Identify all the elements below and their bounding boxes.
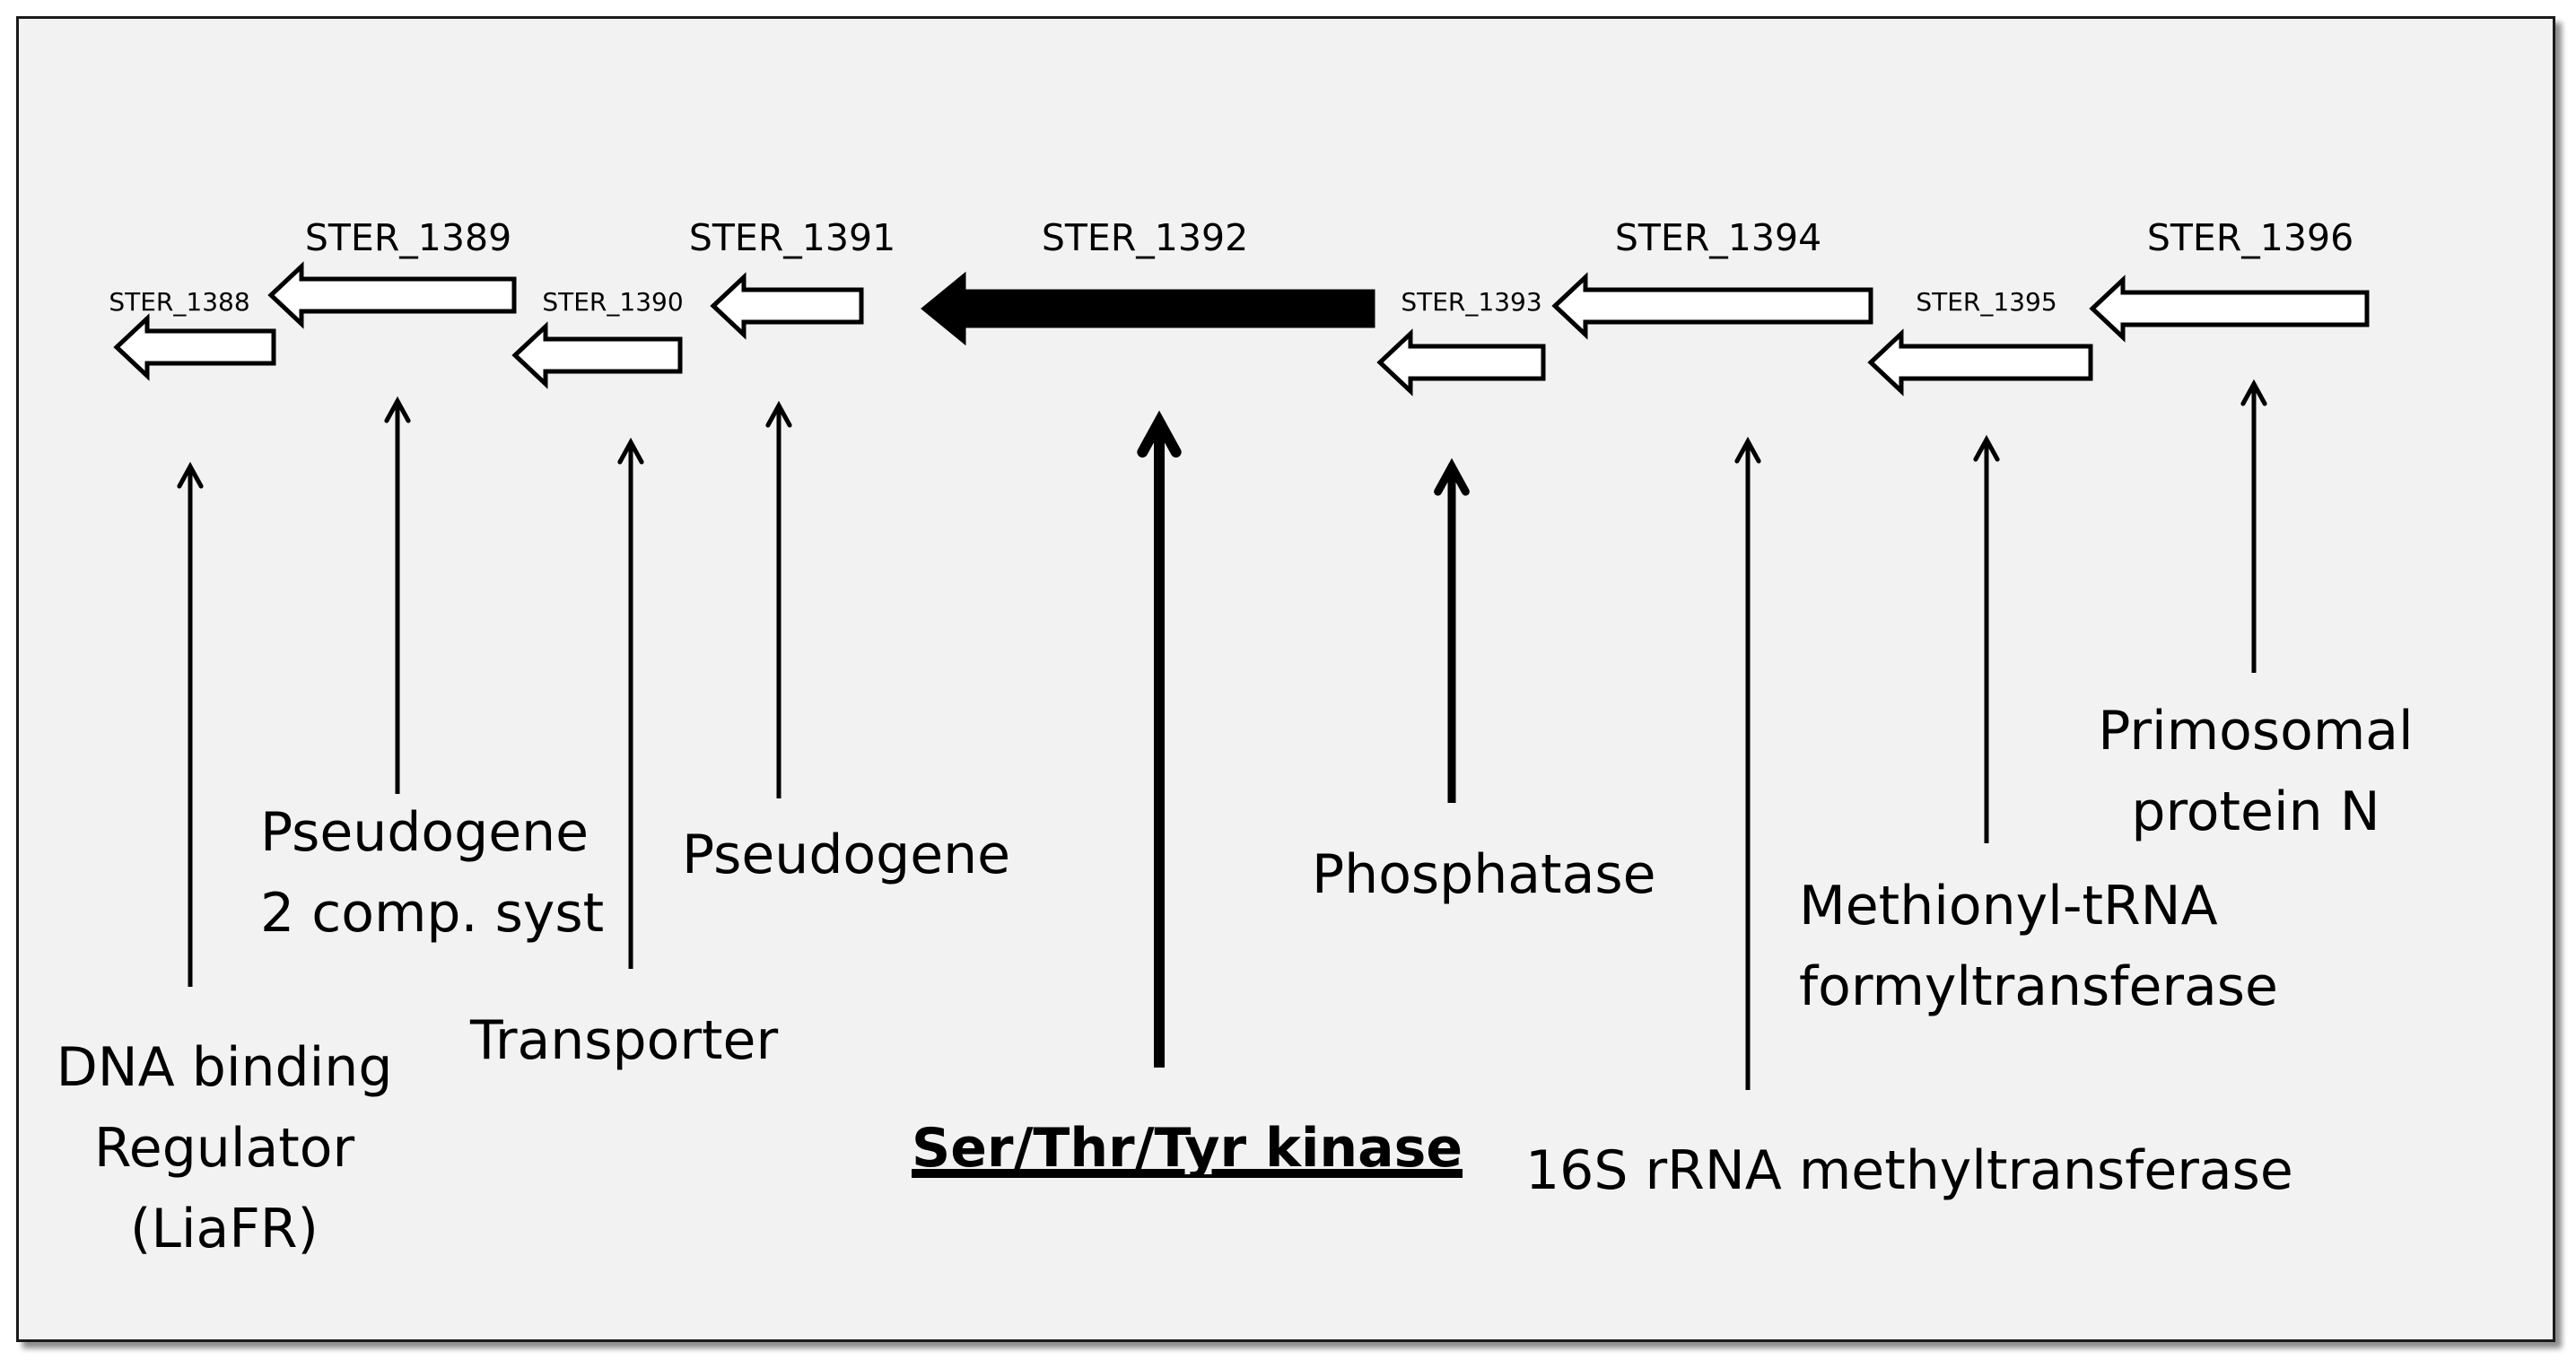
function-label-1396-line-2: protein N <box>2131 780 2380 843</box>
pointer-head-1395 <box>1973 434 2000 462</box>
pointer-head-1392 <box>1137 410 1182 458</box>
gene-arrow-1395 <box>1867 328 2093 397</box>
function-label-1390-line-1: Transporter <box>469 1009 778 1072</box>
gene-arrow-1393 <box>1376 328 1546 397</box>
function-label-1396-line-1: Primosomal <box>2098 700 2413 763</box>
gene-arrow-1392 <box>921 271 1375 346</box>
gene-label-1394: STER_1394 <box>1615 216 1821 259</box>
gene-arrow-1391 <box>710 272 864 340</box>
function-label-1389-line-2: 2 comp. syst <box>260 882 604 945</box>
pointer-head-1389 <box>384 396 411 423</box>
function-label-1395-line-2: formyltransferase <box>1799 955 2278 1018</box>
gene-label-1392: STER_1392 <box>1042 216 1248 259</box>
gene-label-1389: STER_1389 <box>305 216 511 259</box>
pointer-head-1394 <box>1734 436 1761 464</box>
gene-arrow-1394 <box>1551 272 1873 340</box>
gene-label-1388: STER_1388 <box>109 287 249 317</box>
function-label-1391-line-1: Pseudogene <box>682 824 1010 886</box>
pointer-head-1393 <box>1434 458 1470 496</box>
function-label-1395-line-1: Methionyl-tRNA <box>1799 875 2218 937</box>
pointer-head-1390 <box>617 437 644 465</box>
function-label-1389-line-1: Pseudogene <box>260 801 589 864</box>
gene-label-1393: STER_1393 <box>1401 287 1541 317</box>
gene-label-1390: STER_1390 <box>542 287 683 317</box>
function-label-1394-line-1: 16S rRNA methyltransferase <box>1525 1139 2293 1202</box>
gene-label-1395: STER_1395 <box>1916 287 2056 317</box>
gene-label-1391: STER_1391 <box>689 216 895 259</box>
pointer-head-1391 <box>765 400 792 428</box>
pointer-head-1388 <box>177 461 204 489</box>
function-label-1392-line-1: Ser/Thr/Tyr kinase <box>912 1117 1463 1180</box>
gene-arrow-1396 <box>2089 275 2370 343</box>
gene-label-1396: STER_1396 <box>2147 216 2353 259</box>
gene-arrow-1390 <box>511 321 683 389</box>
diagram-frame <box>16 16 2555 1342</box>
function-label-1393-line-1: Phosphatase <box>1312 843 1656 906</box>
function-label-1388-line-2: Regulator <box>94 1117 355 1180</box>
function-label-1388-line-1: DNA binding <box>57 1036 393 1099</box>
function-label-1388-line-3: (LiaFR) <box>130 1198 319 1260</box>
gene-arrow-1389 <box>267 261 517 329</box>
pointer-head-1396 <box>2240 379 2267 406</box>
gene-arrow-1388 <box>113 313 276 381</box>
